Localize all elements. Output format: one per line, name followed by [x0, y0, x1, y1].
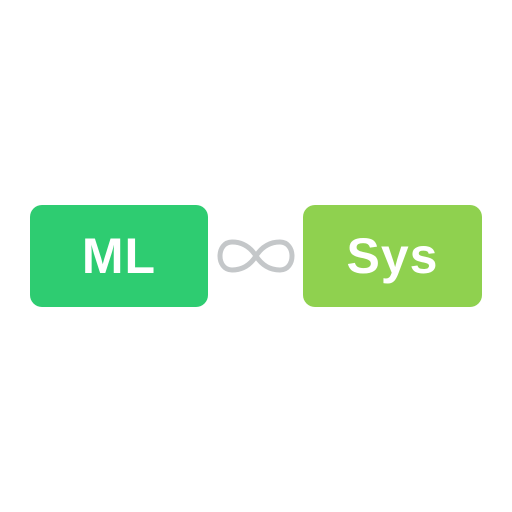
ml-box: ML	[30, 205, 208, 307]
sys-box: Sys	[303, 205, 482, 307]
ml-label: ML	[81, 228, 157, 284]
infinity-icon	[217, 239, 295, 273]
sys-label: Sys	[346, 228, 439, 284]
